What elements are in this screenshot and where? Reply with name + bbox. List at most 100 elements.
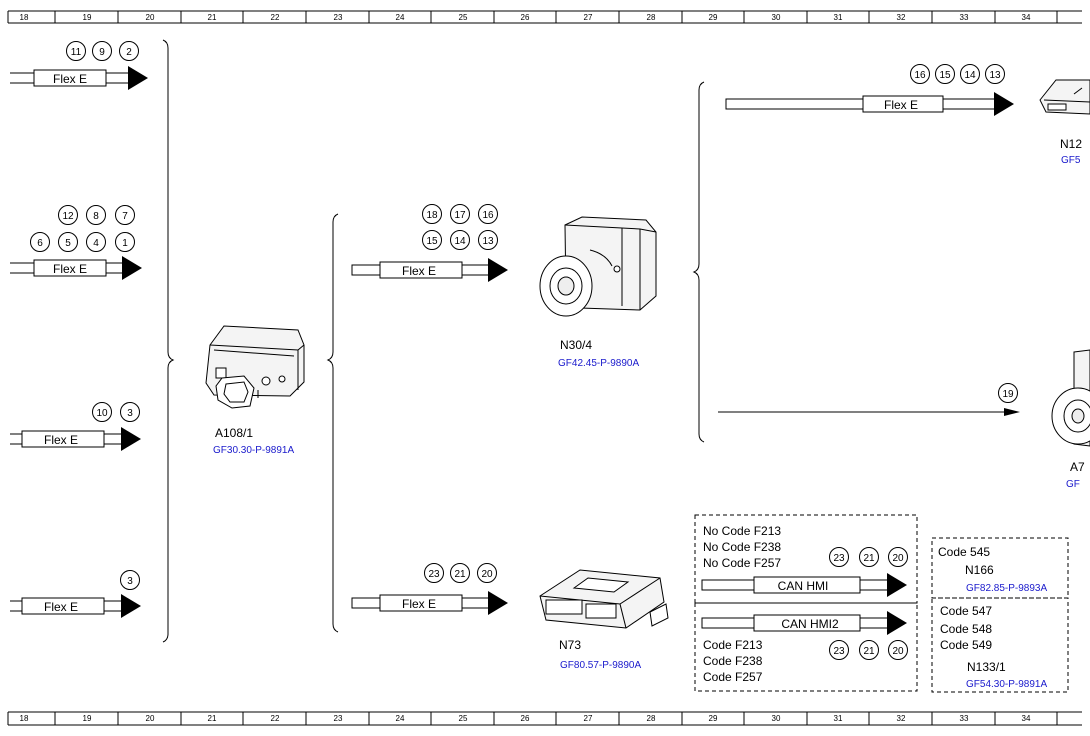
component-ref-link[interactable]: GF xyxy=(1066,479,1080,490)
ruler-label: 23 xyxy=(334,714,343,723)
component-name: A7 xyxy=(1070,460,1085,474)
pin-group: 10 3 xyxy=(92,402,140,422)
pin-number: 20 xyxy=(892,553,904,564)
bus-label: Flex E xyxy=(402,597,436,611)
component-name: N12 xyxy=(1060,137,1082,151)
ruler-label: 20 xyxy=(146,714,155,723)
flex-e-connector: Flex E xyxy=(725,92,1014,116)
code-condition: Code F238 xyxy=(703,654,763,668)
bus-label: Flex E xyxy=(884,98,918,112)
pin-number: 6 xyxy=(37,238,43,249)
ruler-label: 21 xyxy=(208,714,217,723)
ruler-label: 33 xyxy=(960,13,969,22)
ruler-label: 27 xyxy=(584,714,593,723)
signal-line xyxy=(718,408,1020,416)
pin-number: 7 xyxy=(122,211,128,222)
bus-label: Flex E xyxy=(53,72,87,86)
component-ref-link[interactable]: GF5 xyxy=(1061,155,1081,166)
brace-middle xyxy=(326,213,339,633)
ruler-label: 32 xyxy=(897,13,906,22)
pin-number: 21 xyxy=(454,569,466,580)
ruler-label: 29 xyxy=(709,714,718,723)
pin-number: 23 xyxy=(833,553,845,564)
ruler-label: 23 xyxy=(334,13,343,22)
pin-number: 21 xyxy=(863,646,875,657)
component-ref-link[interactable]: GF42.45-P-9890A xyxy=(558,358,639,369)
component-ref-link[interactable]: GF54.30-P-9891A xyxy=(966,679,1047,690)
bus-label: Flex E xyxy=(44,600,78,614)
pin-number: 8 xyxy=(93,211,99,222)
ruler-label: 19 xyxy=(83,714,92,723)
pin-number: 1 xyxy=(122,238,128,249)
ruler-label: 30 xyxy=(772,13,781,22)
flex-e-connector: Flex E xyxy=(10,594,141,618)
pin-number: 13 xyxy=(482,236,494,247)
ruler-label: 26 xyxy=(521,13,530,22)
ruler-label: 19 xyxy=(83,13,92,22)
component-name: N73 xyxy=(559,638,581,652)
pin-number: 23 xyxy=(833,646,845,657)
n30-module-illustration xyxy=(539,216,657,317)
component-name: N133/1 xyxy=(967,660,1006,674)
pin-number: 16 xyxy=(482,210,494,221)
n12-module-illustration xyxy=(1039,79,1090,115)
ruler-label: 25 xyxy=(459,714,468,723)
ruler-label: 31 xyxy=(834,13,843,22)
n73-module-illustration xyxy=(539,569,669,629)
ruler-bottom: 18 19 20 21 22 23 24 25 26 27 28 29 30 3… xyxy=(7,711,1082,726)
pin-group: 12 8 7 6 5 4 1 xyxy=(30,205,135,252)
code-condition: No Code F213 xyxy=(703,524,781,538)
can-hmi2-connector: CAN HMI2 xyxy=(701,611,907,635)
code-box-hmi2 xyxy=(694,602,918,692)
a7-module-illustration xyxy=(1051,349,1090,447)
pin-group: 19 xyxy=(998,383,1018,403)
ruler-label: 18 xyxy=(20,714,29,723)
flex-e-connector: Flex E xyxy=(351,258,508,282)
ruler-label: 20 xyxy=(146,13,155,22)
bus-label: Flex E xyxy=(402,264,436,278)
flex-e-connector: Flex E xyxy=(10,256,142,280)
pin-number: 15 xyxy=(939,70,951,81)
component-ref-link[interactable]: GF80.57-P-9890A xyxy=(560,660,641,671)
ruler-label: 29 xyxy=(709,13,718,22)
code-condition: Code 548 xyxy=(940,622,992,636)
component-ref-link[interactable]: GF30.30-P-9891A xyxy=(213,445,294,456)
pin-number: 13 xyxy=(989,70,1001,81)
code-condition: Code F257 xyxy=(703,670,763,684)
ruler-label: 22 xyxy=(271,714,280,723)
pin-number: 19 xyxy=(1002,389,1014,400)
flex-e-connector: Flex E xyxy=(351,591,508,615)
ruler-label: 31 xyxy=(834,714,843,723)
pin-group: 23 21 20 xyxy=(829,640,908,660)
pin-group: 16 15 14 13 xyxy=(910,64,1005,84)
flex-e-connector: Flex E xyxy=(10,66,148,90)
ruler-label: 26 xyxy=(521,714,530,723)
ruler-label: 28 xyxy=(647,714,656,723)
pin-group: 23 21 20 xyxy=(424,563,497,583)
pin-number: 21 xyxy=(863,553,875,564)
brace-left xyxy=(162,39,175,643)
ruler-label: 24 xyxy=(396,13,405,22)
pin-number: 9 xyxy=(99,47,105,58)
code-condition: Code F213 xyxy=(703,638,763,652)
code-condition: Code 547 xyxy=(940,604,992,618)
code-condition: Code 549 xyxy=(940,638,992,652)
pin-number: 4 xyxy=(93,238,99,249)
pin-number: 17 xyxy=(454,210,466,221)
ruler-label: 28 xyxy=(647,13,656,22)
ruler-label: 25 xyxy=(459,13,468,22)
pin-number: 20 xyxy=(892,646,904,657)
pin-number: 10 xyxy=(96,408,108,419)
ruler-label: 34 xyxy=(1022,714,1031,723)
pin-number: 11 xyxy=(71,47,82,58)
component-ref-link[interactable]: GF82.85-P-9893A xyxy=(966,583,1047,594)
brace-right xyxy=(692,81,705,443)
pin-number: 2 xyxy=(126,47,132,58)
pin-number: 14 xyxy=(964,70,976,81)
pin-group: 18 17 16 15 14 13 xyxy=(422,204,498,250)
code-box-n133 xyxy=(931,597,1069,693)
ruler-label: 30 xyxy=(772,714,781,723)
bus-label: CAN HMI xyxy=(778,579,829,593)
component-name: A108/1 xyxy=(215,426,253,440)
